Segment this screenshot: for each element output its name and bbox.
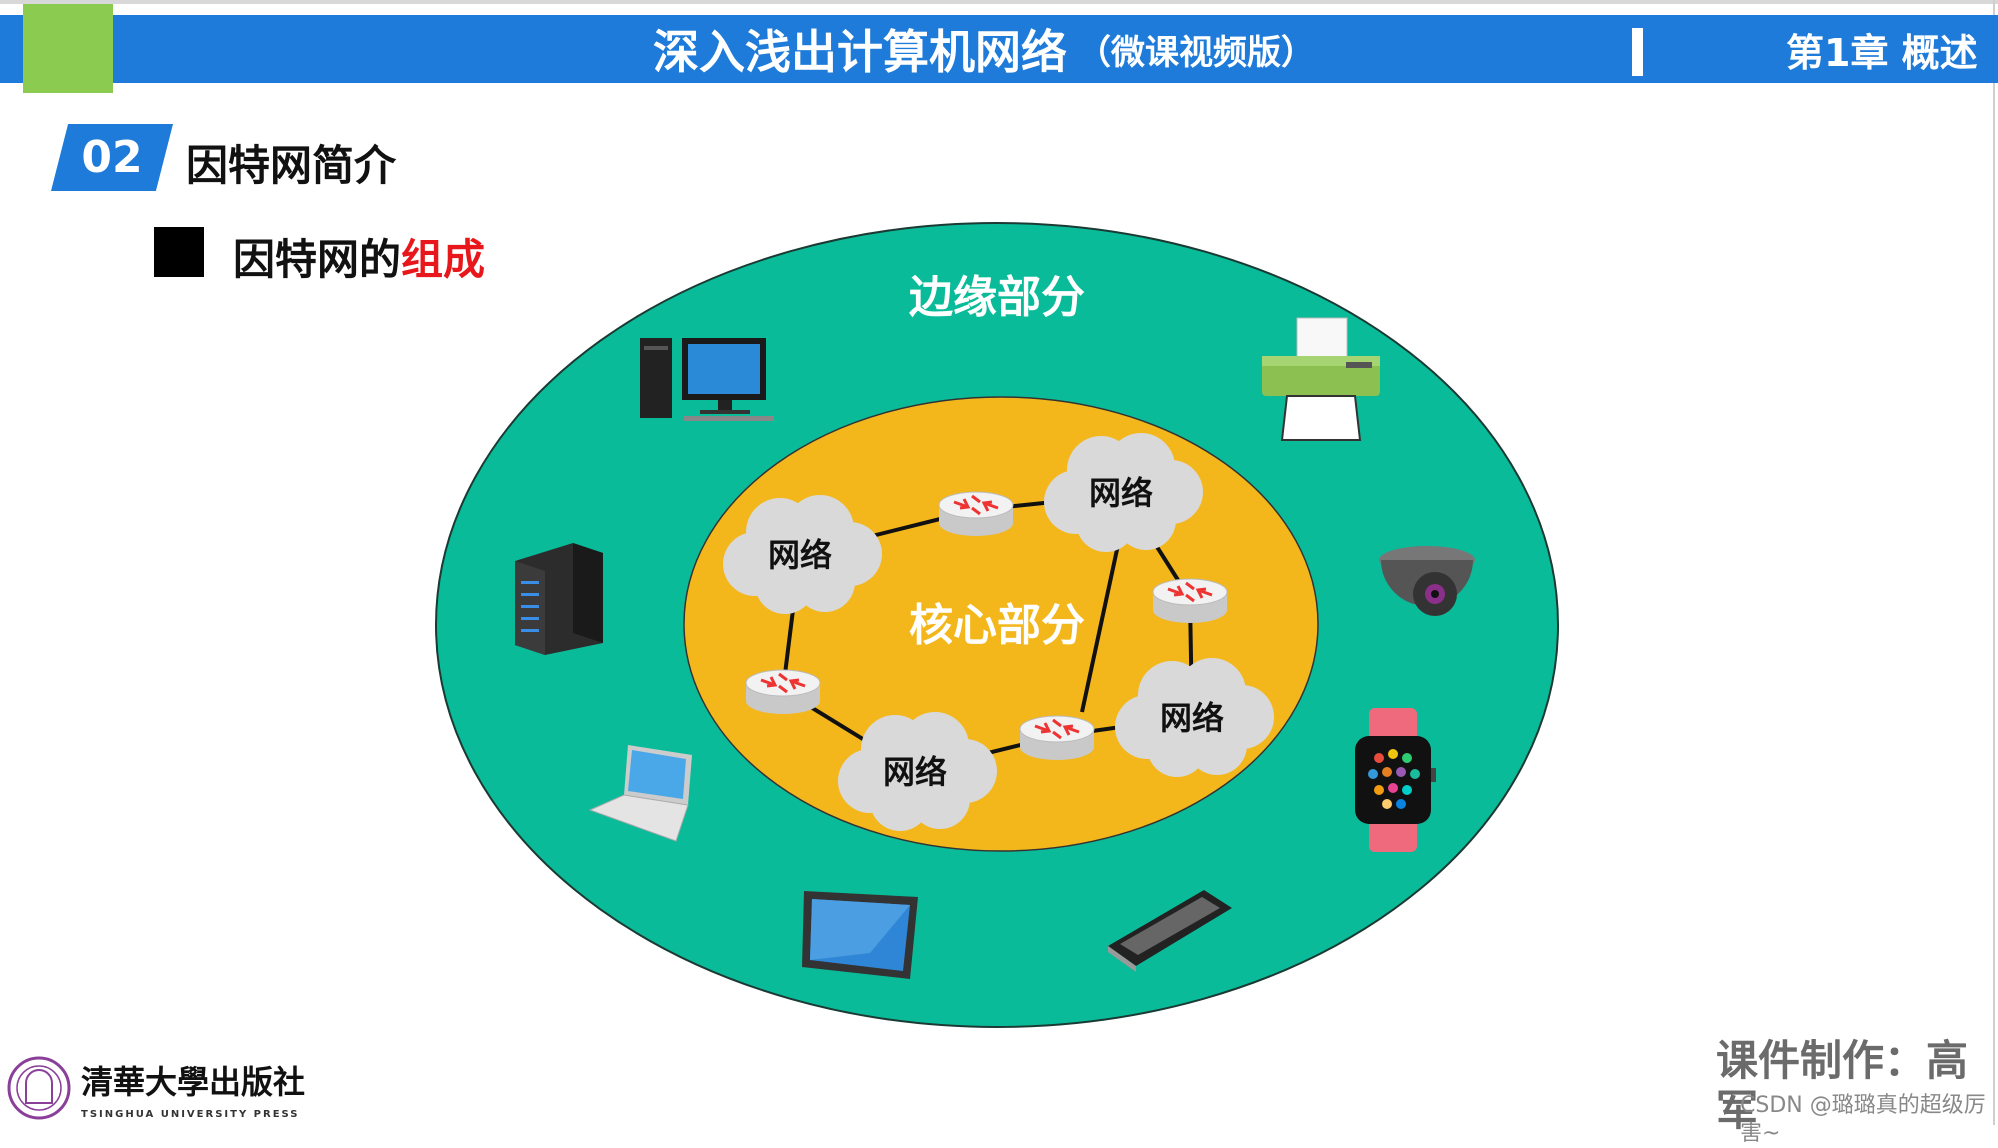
printer-icon	[1262, 317, 1380, 441]
network-cloud: 网络	[723, 495, 882, 614]
svg-text:网络: 网络	[1089, 474, 1153, 512]
course-title-sub: （微课视频版）	[1077, 32, 1315, 73]
smartphone-icon	[1108, 890, 1232, 972]
section-number-badge: 02	[51, 124, 173, 191]
bullet-square	[154, 227, 204, 277]
core-label: 核心部分	[909, 600, 1085, 651]
svg-text:网络: 网络	[883, 753, 947, 791]
router-icon	[1151, 577, 1229, 625]
network-cloud: 网络	[1115, 658, 1274, 777]
publisher-logo: 清華大學出版社 TSINGHUA UNIVERSITY PRESS	[6, 1055, 346, 1121]
tablet-icon	[802, 891, 918, 979]
header-bar	[0, 15, 1998, 83]
svg-text:清華大學出版社: 清華大學出版社	[81, 1063, 305, 1101]
desktop-computer-icon	[640, 338, 774, 421]
svg-text:网络: 网络	[1160, 699, 1224, 737]
tsinghua-press-logo: 清華大學出版社 TSINGHUA UNIVERSITY PRESS	[7, 1056, 305, 1120]
smartwatch-icon	[1355, 708, 1436, 852]
subsection-title-highlight: 组成	[401, 235, 486, 284]
network-cloud: 网络	[1044, 433, 1203, 552]
edge-label: 边缘部分	[909, 272, 1085, 323]
laptop-icon	[588, 745, 692, 842]
subsection-title: 因特网的组成	[233, 226, 485, 287]
watermark: CSDN @璐璐真的超级厉害~	[1740, 1093, 1986, 1146]
right-border	[1993, 0, 1995, 1125]
course-title-main: 深入浅出计算机网络	[653, 25, 1067, 79]
accent-square	[23, 4, 113, 93]
router-icon	[1018, 714, 1096, 762]
svg-text:TSINGHUA UNIVERSITY PRESS: TSINGHUA UNIVERSITY PRESS	[81, 1109, 300, 1120]
header-divider	[1632, 28, 1643, 76]
router-icon	[937, 490, 1015, 538]
internet-composition-diagram: 边缘部分 核心部分 网络 网络 网络 网络	[435, 222, 1559, 1028]
chapter-label: 第1章 概述	[1786, 31, 1978, 75]
top-border	[0, 0, 1998, 4]
course-title: 深入浅出计算机网络 （微课视频版）	[0, 15, 1998, 83]
subsection-title-prefix: 因特网的	[233, 235, 402, 284]
router-icon	[744, 668, 822, 716]
section-title: 因特网简介	[186, 141, 397, 190]
server-icon	[515, 543, 603, 655]
svg-text:网络: 网络	[768, 536, 832, 574]
network-cloud: 网络	[838, 712, 997, 831]
security-camera-icon	[1379, 546, 1475, 616]
